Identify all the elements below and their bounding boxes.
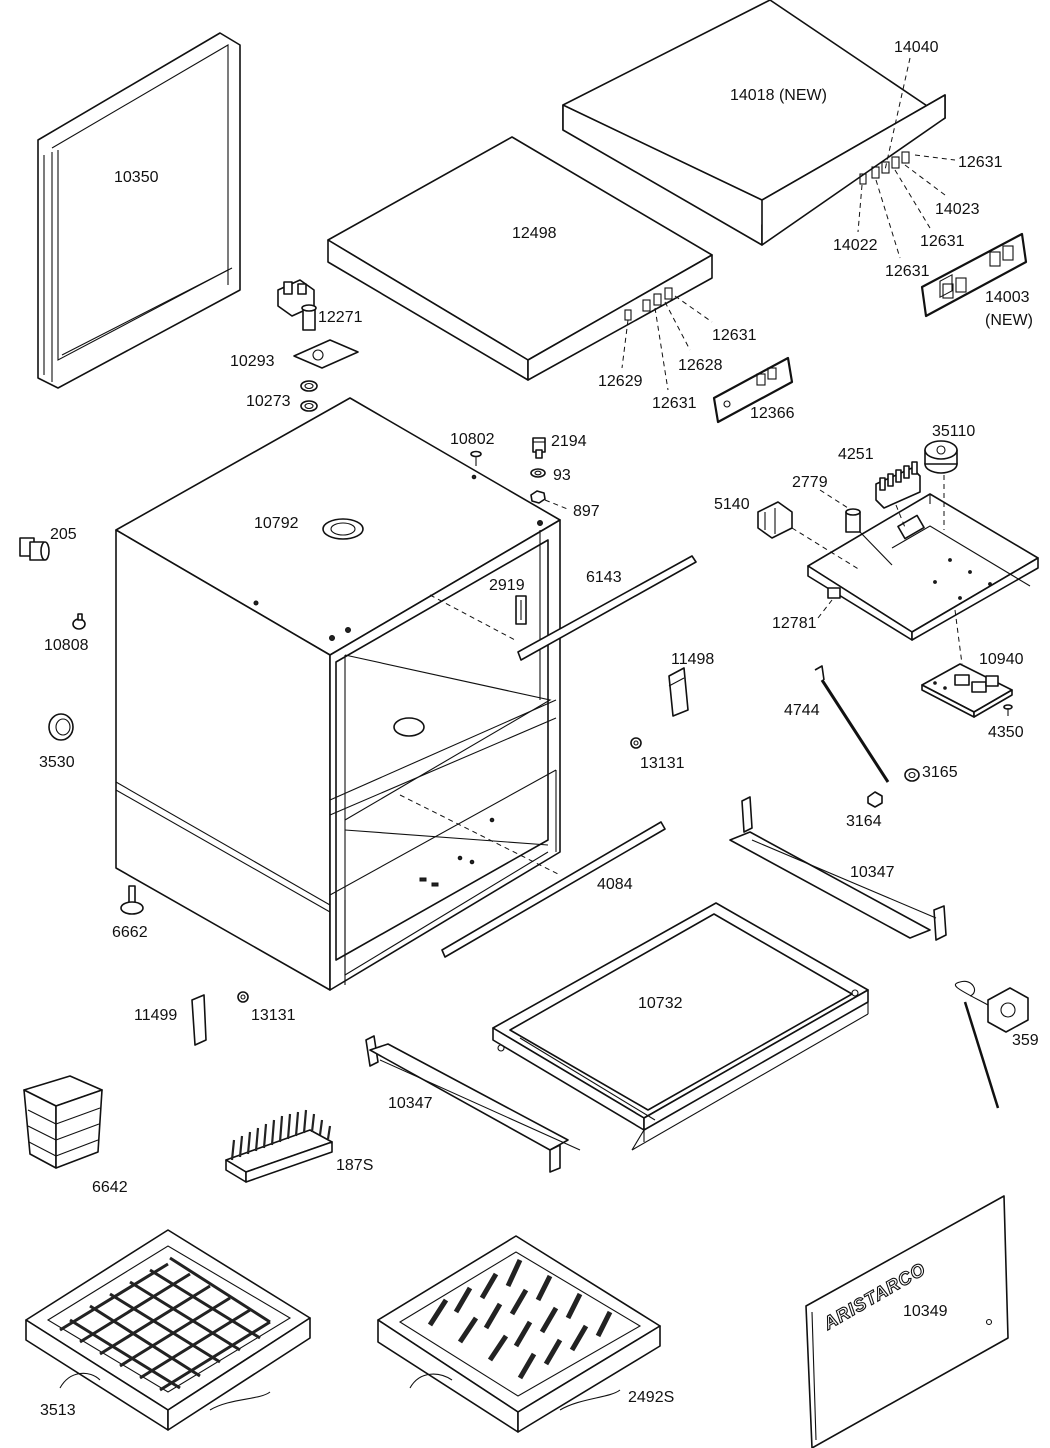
washer-13131-left <box>237 991 249 1003</box>
top-cover-12498 <box>327 136 713 381</box>
label-2194: 2194 <box>551 433 587 450</box>
label-14040: 14040 <box>894 39 939 56</box>
rack-3513 <box>25 1229 311 1431</box>
label-35110: 35110 <box>932 423 975 440</box>
label-11498: 11498 <box>671 651 714 668</box>
fitting-205 <box>19 537 50 561</box>
pan-10732 <box>492 902 869 1151</box>
label-6642: 6642 <box>92 1179 128 1196</box>
nuts-10273 <box>300 380 318 412</box>
label-205: 205 <box>50 526 77 543</box>
label-4350: 4350 <box>988 724 1024 741</box>
label-93: 93 <box>553 467 571 484</box>
washer-13131-right <box>630 737 642 749</box>
label-12781: 12781 <box>772 615 817 632</box>
bracket-11499 <box>191 994 207 1046</box>
screw-10802 <box>470 450 482 466</box>
label-4744: 4744 <box>784 702 820 719</box>
label-14003-new: (NEW) <box>985 312 1033 329</box>
label-5140: 5140 <box>714 496 750 513</box>
label-359: 359 <box>1012 1032 1039 1049</box>
foot-6662 <box>120 885 144 915</box>
rack-2492s <box>377 1235 661 1433</box>
washer-93 <box>530 468 546 478</box>
fitting-2194 <box>532 437 546 459</box>
bracket-10293 <box>293 339 359 369</box>
thermostat-35110 <box>924 440 958 474</box>
label-2779: 2779 <box>792 474 828 491</box>
label-6143: 6143 <box>586 569 622 586</box>
relay-5140 <box>757 501 793 539</box>
label-10802: 10802 <box>450 431 495 448</box>
grommet-3530 <box>48 713 74 741</box>
bracket-11498 <box>668 667 689 717</box>
front-panel-10349 <box>805 1195 1009 1448</box>
label-3164: 3164 <box>846 813 882 830</box>
nut-3165 <box>904 768 920 782</box>
label-10273: 10273 <box>246 393 291 410</box>
screw-4350 <box>1003 704 1013 716</box>
nut-3164 <box>867 791 883 808</box>
label-14003: 14003 <box>985 289 1030 306</box>
label-14022: 14022 <box>833 237 878 254</box>
label-4084: 4084 <box>597 876 633 893</box>
label-12366: 12366 <box>750 405 795 422</box>
label-10293: 10293 <box>230 353 275 370</box>
control-decal-12366 <box>712 356 794 424</box>
label-13131-left: 13131 <box>251 1007 296 1024</box>
switch-slots-14018 <box>859 151 910 185</box>
label-12631-mid: 12631 <box>920 233 965 250</box>
rail-10347-right <box>729 796 947 941</box>
label-12631-cover-a: 12631 <box>712 327 757 344</box>
label-12631-top: 12631 <box>958 154 1003 171</box>
label-6662: 6662 <box>112 924 148 941</box>
label-2492s: 2492S <box>628 1389 674 1406</box>
micro-switch-12271 <box>277 279 317 331</box>
strip-4084 <box>441 821 666 958</box>
label-4251: 4251 <box>838 446 874 463</box>
terminal-block-4251 <box>875 461 921 509</box>
label-12629: 12629 <box>598 373 643 390</box>
latch-2919 <box>515 595 527 625</box>
label-14023: 14023 <box>935 201 980 218</box>
label-897: 897 <box>573 503 600 520</box>
label-3513: 3513 <box>40 1402 76 1419</box>
nut-897 <box>530 490 546 504</box>
pcb-10940 <box>921 663 1013 718</box>
probe-4744 <box>814 665 890 783</box>
label-12498: 12498 <box>512 225 557 242</box>
label-10350: 10350 <box>114 169 159 186</box>
label-12271: 12271 <box>318 309 363 326</box>
label-3530: 3530 <box>39 754 75 771</box>
label-12631-low: 12631 <box>885 263 930 280</box>
screw-10808 <box>72 613 86 630</box>
cutlery-basket-6642 <box>23 1075 103 1169</box>
label-10347-right: 10347 <box>850 864 895 881</box>
label-14018: 14018 (NEW) <box>730 87 827 104</box>
panel-lid-14018 <box>562 0 946 246</box>
label-13131-right: 13131 <box>640 755 685 772</box>
label-11499: 11499 <box>134 1007 177 1024</box>
label-10808: 10808 <box>44 637 89 654</box>
label-12631-cover-b: 12631 <box>652 395 697 412</box>
control-box-12781 <box>807 493 1039 641</box>
label-12628: 12628 <box>678 357 723 374</box>
label-187s: 187S <box>336 1157 373 1174</box>
label-10940: 10940 <box>979 651 1024 668</box>
label-10349: 10349 <box>903 1303 948 1320</box>
label-10792: 10792 <box>254 515 299 532</box>
capacitor-2779 <box>845 508 861 533</box>
plate-insert-187s <box>225 1109 333 1183</box>
label-2919: 2919 <box>489 577 525 594</box>
label-10732: 10732 <box>638 995 683 1012</box>
control-decal-14003 <box>920 232 1028 318</box>
thermostat-359 <box>954 980 1029 1109</box>
strip-6143 <box>517 555 697 661</box>
door-panel-10350 <box>37 32 241 389</box>
cabinet-body <box>115 397 561 991</box>
rail-10347-left <box>365 1035 581 1173</box>
label-10347-left: 10347 <box>388 1095 433 1112</box>
label-3165: 3165 <box>922 764 958 781</box>
